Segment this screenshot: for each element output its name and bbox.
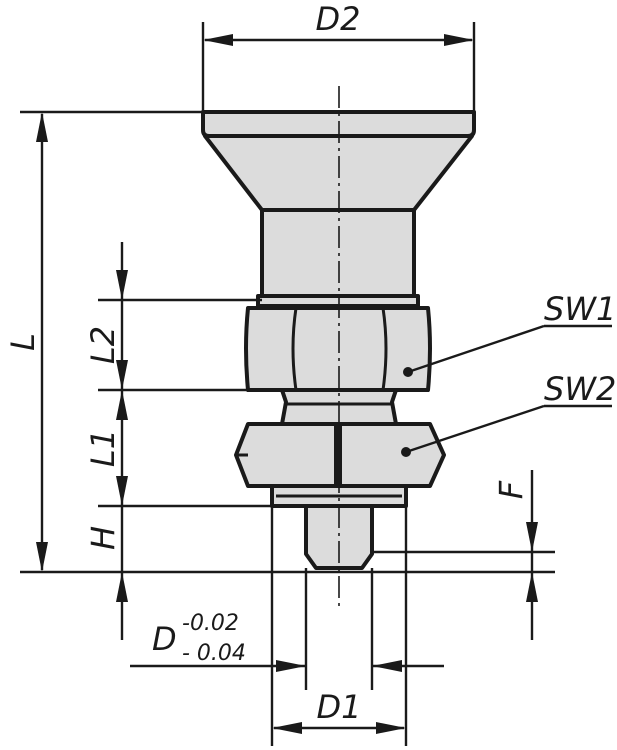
label-sw2: SW2 [544, 370, 616, 408]
label-l2: L2 [84, 326, 122, 364]
label-f: F [492, 480, 530, 499]
label-d: D [152, 620, 177, 658]
plunger-pin [304, 504, 374, 570]
label-sw1: SW1 [544, 290, 616, 328]
plunger-body [201, 110, 476, 570]
collar [256, 294, 420, 308]
label-d-tol-upper: -0.02 [182, 611, 239, 636]
dimension-d: D -0.02 - 0.04 [130, 568, 444, 690]
leader-sw2: SW2 [401, 370, 616, 457]
knob-cylinder [260, 208, 416, 300]
hex-nut-sw2 [234, 422, 446, 488]
lock-nut-sw1 [244, 306, 432, 392]
dimension-l: L [4, 110, 555, 574]
dimension-f: F [372, 470, 555, 640]
dimension-d2: D2 [201, 0, 476, 112]
label-l: L [4, 333, 42, 351]
leader-sw1: SW1 [403, 290, 616, 377]
label-d1: D1 [317, 688, 362, 726]
label-h: H [84, 526, 122, 550]
dimension-chain-left: L2 L1 H [84, 242, 272, 640]
dimension-d1: D1 [270, 506, 408, 746]
label-d2: D2 [316, 0, 361, 38]
label-d-tol-lower: - 0.04 [182, 641, 246, 666]
label-l1: L1 [84, 429, 122, 467]
